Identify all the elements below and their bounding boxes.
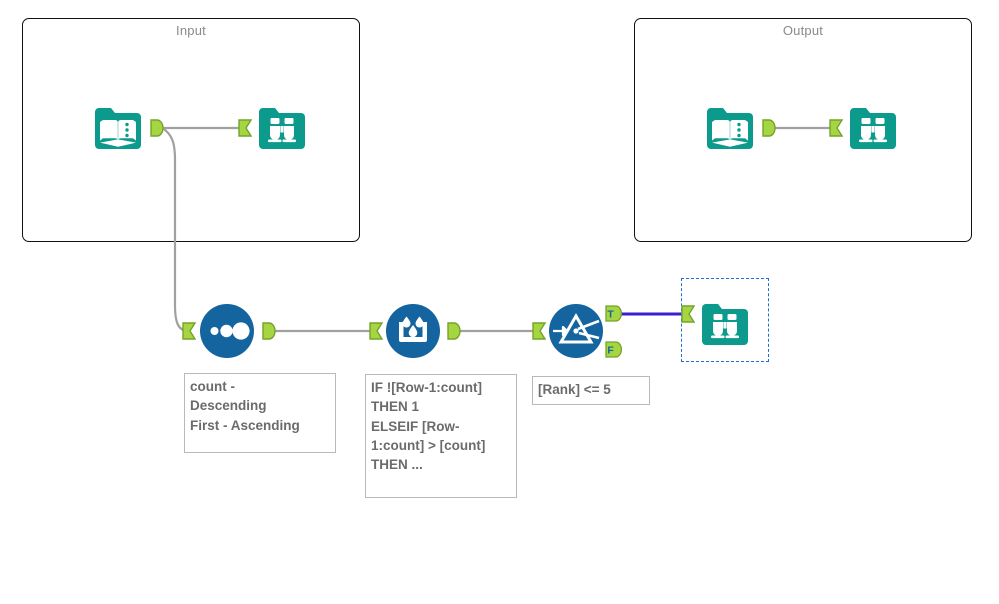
tool-filter-1[interactable] (545, 300, 607, 362)
tool-input-data-1[interactable] (90, 100, 146, 156)
tool-multirow-formula-1[interactable] (382, 300, 444, 362)
anchor-output-out-input-data-2[interactable] (762, 119, 776, 137)
container-title-input: Input (176, 23, 206, 38)
anchor-input-in-browse-1[interactable] (238, 119, 252, 137)
multirow-formula-droplet-icon (382, 300, 444, 362)
browse-binoculars-icon (254, 100, 310, 156)
input-data-icon (90, 100, 146, 156)
tool-container-input[interactable]: Input (22, 18, 360, 242)
tool-sort-1[interactable] (196, 300, 258, 362)
annotation-sort[interactable]: count - Descending First - Ascending (184, 373, 336, 453)
tool-browse-1[interactable] (254, 100, 310, 156)
sort-three-dots-icon (196, 300, 258, 362)
anchor-output-out-input-data-1[interactable] (150, 119, 164, 137)
tool-input-data-2[interactable] (702, 100, 758, 156)
svg-text:F: F (607, 345, 614, 357)
annotation-filter[interactable]: [Rank] <= 5 (532, 376, 650, 405)
browse-binoculars-icon (845, 100, 901, 156)
anchor-input-in-multirow-1[interactable] (369, 322, 383, 340)
anchor-input-in-sort-1[interactable] (182, 322, 196, 340)
container-title-output: Output (782, 23, 824, 38)
browse-binoculars-icon (697, 296, 753, 352)
filter-prism-icon (545, 300, 607, 362)
tool-browse-3[interactable] (697, 296, 753, 352)
anchor-input-in-filter-1[interactable] (532, 322, 546, 340)
anchor-output-out-multirow-1[interactable] (447, 322, 461, 340)
anchor-output-out-sort-1[interactable] (262, 322, 276, 340)
tool-browse-2[interactable] (845, 100, 901, 156)
anchor-output-out-filter-false[interactable]: F (605, 341, 622, 358)
anchor-input-in-browse-3[interactable] (681, 305, 695, 323)
anchor-input-in-browse-2[interactable] (829, 119, 843, 137)
annotation-multirow-formula[interactable]: IF ![Row-1:count] THEN 1 ELSEIF [Row- 1:… (365, 374, 517, 498)
tool-container-output[interactable]: Output (634, 18, 972, 242)
svg-text:T: T (607, 309, 614, 321)
input-data-icon (702, 100, 758, 156)
anchor-output-out-filter-true[interactable]: T (605, 305, 622, 322)
